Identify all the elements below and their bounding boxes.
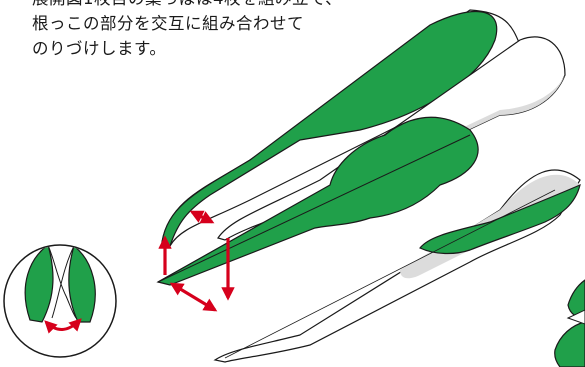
detail-leaf-left xyxy=(24,246,54,323)
instruction-line-1: 展開図1枚目の葉っぱは4枚を組み立て、 xyxy=(32,0,412,11)
detail-leaf-right xyxy=(68,246,96,323)
arrow-icon xyxy=(189,210,215,224)
leaf-piece-top xyxy=(161,9,521,247)
assembly-arrows xyxy=(158,210,235,312)
arrow-icon xyxy=(169,282,218,312)
leaf-bottom-midrib xyxy=(224,189,556,359)
leaf-edge-white xyxy=(566,309,585,325)
leaf-center-green xyxy=(156,116,479,286)
leaf-center-midrib xyxy=(157,134,471,283)
instruction-text: 展開図1枚目の葉っぱは4枚を組み立て、 根っこの部分を交互に組み合わせて のりづ… xyxy=(32,0,412,61)
leaf-bottom-green xyxy=(419,183,581,255)
instruction-line-3: のりづけします。 xyxy=(32,39,167,58)
leaf-piece-center xyxy=(156,116,479,286)
detail-arrow-icon xyxy=(44,318,82,334)
magnifier-circle-icon xyxy=(3,244,117,358)
leaf-piece-bottom xyxy=(213,169,581,363)
leaf-piece-edge xyxy=(554,279,585,367)
leaf-top-green xyxy=(161,10,498,247)
detail-circle xyxy=(3,244,117,358)
leaf-edge-green-2 xyxy=(554,321,585,367)
detail-root-white xyxy=(47,246,77,319)
leaf-edge-green xyxy=(567,279,585,319)
instruction-line-2: 根っこの部分を交互に組み合わせて xyxy=(32,14,304,33)
